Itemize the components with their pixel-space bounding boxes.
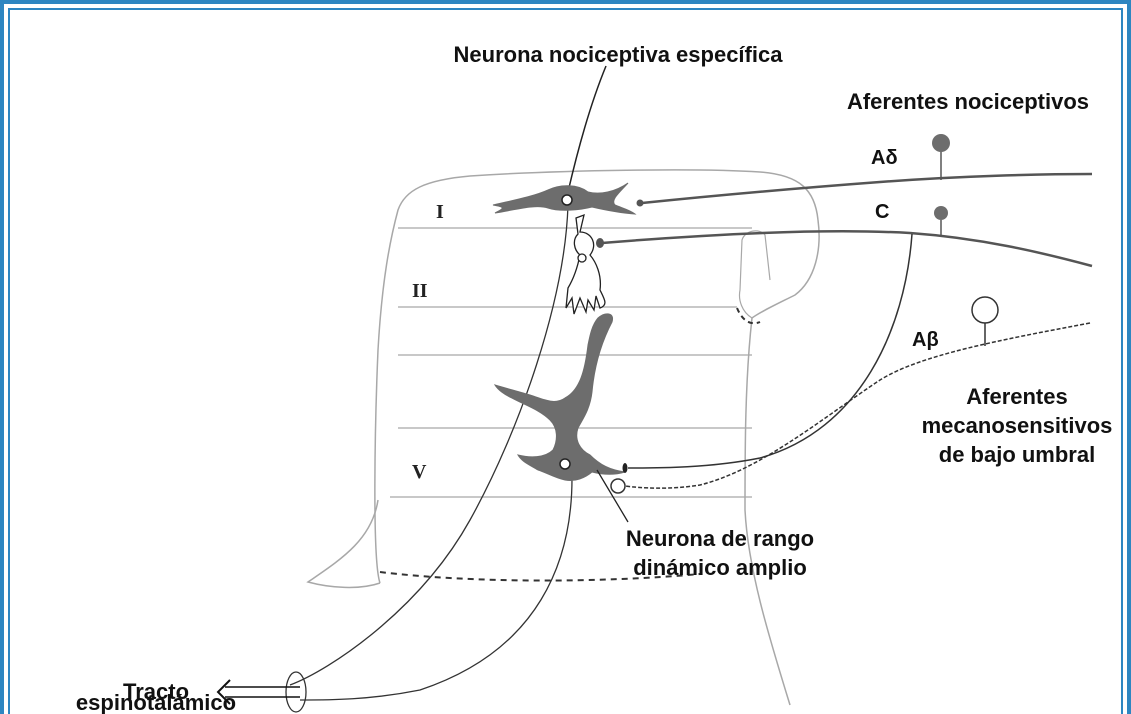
tract-label-2: espinotalámico (76, 690, 236, 714)
mechano-afferents-label-2: mecanosensitivos (922, 413, 1113, 438)
dorsal-horn-outline (375, 170, 819, 705)
wdr-neuron-label-2: dinámico amplio (633, 555, 807, 580)
a-delta-cell-body (932, 134, 950, 152)
c-fiber-label: C (875, 201, 889, 223)
specific-neuron-axon-down (290, 205, 568, 685)
c-fiber-branch-to-wdr (628, 234, 912, 468)
a-beta-cell-body (972, 297, 998, 323)
lamina-notch (740, 231, 771, 318)
specific-nociceptive-neuron (493, 183, 635, 214)
specific-neuron-axon-up (568, 66, 606, 192)
a-beta-label: Aβ (912, 329, 939, 351)
c-fiber-terminal (596, 238, 604, 248)
wdr-label-pointer (597, 470, 628, 522)
c-fiber-cell-body (934, 206, 948, 220)
wdr-neuron-label-1: Neurona de rango (626, 526, 814, 551)
substantia-gelatinosa-interneuron (566, 215, 605, 314)
specific-neuron-label: Neurona nociceptiva específica (454, 42, 784, 67)
a-delta-fiber (642, 174, 1092, 203)
a-delta-label: Aδ (871, 147, 898, 169)
mechano-afferents-label-1: Aferentes (966, 384, 1067, 409)
spinothalamic-tract-bundle (286, 672, 306, 712)
a-beta-terminal (611, 479, 625, 493)
dorsal-horn-left-edge (308, 500, 380, 587)
a-delta-terminal (637, 200, 644, 207)
lamina-label-II: II (412, 280, 428, 302)
lamina-label-I: I (436, 201, 444, 223)
c-branch-terminal (623, 463, 628, 473)
interneuron-nucleus (578, 254, 586, 262)
lamina-label-V: V (412, 461, 427, 483)
nociceptive-afferents-label: Aferentes nociceptivos (847, 89, 1089, 114)
c-fiber (602, 231, 1092, 266)
wdr-neuron (495, 314, 625, 481)
mechano-afferents-label-3: de bajo umbral (939, 442, 1095, 467)
wdr-neuron-axon (300, 478, 572, 700)
